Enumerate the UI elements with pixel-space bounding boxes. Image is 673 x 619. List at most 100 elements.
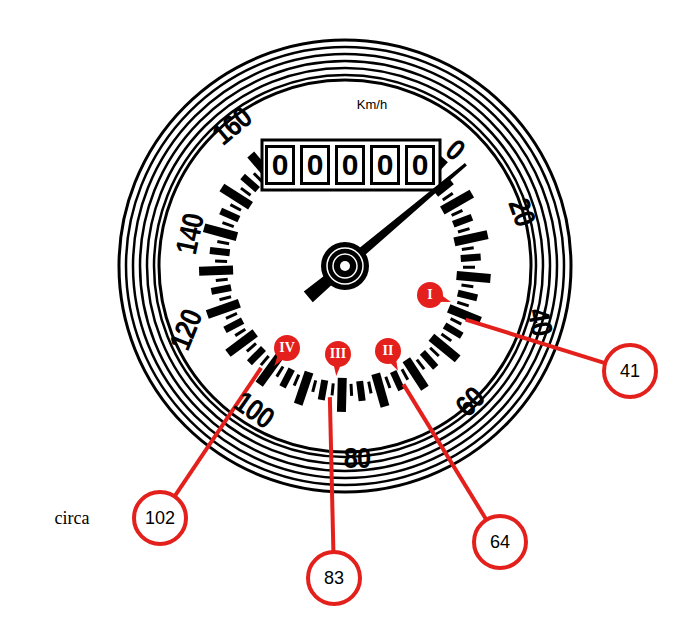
scale-tick xyxy=(402,369,408,380)
scale-tick xyxy=(445,325,462,335)
callout-number: 64 xyxy=(490,533,510,551)
callout-number: 83 xyxy=(324,569,344,587)
scale-tick xyxy=(360,381,363,401)
scale-tick xyxy=(457,302,468,306)
scale-ticks xyxy=(199,154,490,411)
scale-tick xyxy=(294,375,299,386)
bezel-ring xyxy=(126,47,564,485)
odometer-digit: 0 xyxy=(300,145,330,185)
odometer-digit: 0 xyxy=(265,145,295,185)
odometer-digit-text: 0 xyxy=(342,150,359,180)
scale-tick xyxy=(442,194,472,211)
scale-tick xyxy=(458,229,469,232)
scale-tick xyxy=(277,366,283,376)
scale-number: 40 xyxy=(523,306,557,337)
scale-tick xyxy=(461,257,481,258)
odometer-digit: 0 xyxy=(335,145,365,185)
odometer-digit-text: 0 xyxy=(377,150,394,180)
scale-tick xyxy=(393,372,401,390)
scale-tick xyxy=(247,343,256,351)
scale-tick xyxy=(222,188,251,206)
scale-tick xyxy=(313,380,316,392)
gear-marker: IV xyxy=(274,335,300,361)
scale-tick xyxy=(241,188,251,195)
note-text: circa xyxy=(55,509,90,527)
bezel-ring xyxy=(154,75,536,457)
scale-tick xyxy=(298,372,309,404)
scale-tick xyxy=(207,303,239,314)
gear-numeral: IV xyxy=(279,341,295,355)
callout-number: 102 xyxy=(145,509,175,527)
scale-tick xyxy=(230,205,241,211)
scale-tick xyxy=(417,360,424,370)
scale-tick xyxy=(228,333,255,353)
scale-tick xyxy=(217,241,229,243)
hub xyxy=(333,254,357,278)
scale-tick xyxy=(243,177,258,190)
scale-tick xyxy=(216,279,228,280)
scale-tick xyxy=(406,360,425,388)
bezel-ring xyxy=(119,40,571,492)
bezel-ring xyxy=(147,68,543,464)
callout-circle: 41 xyxy=(602,343,658,399)
scale-tick xyxy=(369,382,371,394)
scale-tick xyxy=(461,285,473,287)
callout-circle: 102 xyxy=(132,490,188,546)
scale-tick xyxy=(422,352,435,367)
scale-tick xyxy=(441,334,451,341)
gear-marker: I xyxy=(417,282,443,308)
scale-tick xyxy=(199,270,233,271)
unit-label: Km/h xyxy=(357,98,387,111)
leader-line xyxy=(330,397,334,551)
scale-tick xyxy=(221,211,239,219)
scale-tick xyxy=(454,235,487,242)
odometer-digit-text: 0 xyxy=(272,150,289,180)
scale-tick xyxy=(321,380,324,400)
scale-tick xyxy=(211,288,231,292)
gear-numeral: III xyxy=(330,347,346,361)
odometer-digit: 0 xyxy=(405,145,435,185)
scale-tick xyxy=(350,384,354,396)
scale-tick xyxy=(453,217,472,224)
callout-number: 41 xyxy=(620,362,640,380)
scale-tick xyxy=(451,319,462,324)
scale-tick xyxy=(332,383,333,395)
scale-tick xyxy=(452,210,463,215)
scale-tick xyxy=(458,293,477,298)
scale-tick xyxy=(215,259,227,262)
bezel-ring xyxy=(140,61,550,471)
odometer-digit: 0 xyxy=(370,145,400,185)
scale-number: 80 xyxy=(344,443,371,473)
bezel-rings xyxy=(119,40,571,492)
scale-tick xyxy=(219,297,231,300)
scale-tick xyxy=(337,378,347,412)
scale-tick xyxy=(283,369,292,387)
scale-tick xyxy=(225,321,243,330)
scale-tick xyxy=(249,349,263,363)
scale-tick xyxy=(443,193,453,200)
gear-numeral: II xyxy=(383,344,394,358)
odometer-frame xyxy=(262,140,440,190)
gear-numeral: I xyxy=(427,288,432,302)
hub xyxy=(321,242,369,290)
scale-tick xyxy=(222,223,233,227)
callout-circle: 64 xyxy=(472,514,528,570)
scale-tick xyxy=(235,329,245,335)
scale-tick xyxy=(457,276,491,279)
hub xyxy=(340,261,350,271)
odometer-digit-text: 0 xyxy=(412,150,429,180)
callout-circle: 83 xyxy=(306,550,362,606)
bezel-ring xyxy=(133,54,557,478)
scale-tick xyxy=(386,377,390,388)
dial-face xyxy=(159,80,531,452)
scale-tick xyxy=(226,313,237,318)
scale-tick xyxy=(430,348,439,356)
scale-tick xyxy=(210,250,230,252)
scale-tick xyxy=(463,266,475,269)
leader-lines xyxy=(175,288,604,551)
scale-tick xyxy=(204,228,237,237)
gear-marker: II xyxy=(375,338,401,364)
odometer-digit-text: 0 xyxy=(307,150,324,180)
scale-tick xyxy=(462,248,474,250)
